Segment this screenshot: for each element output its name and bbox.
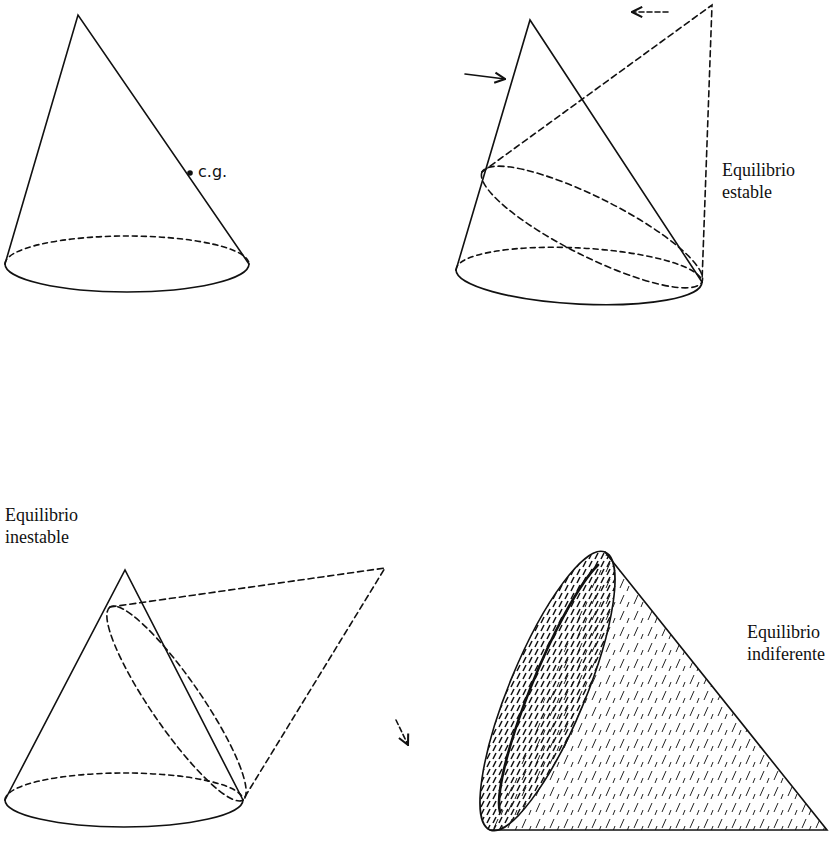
center-of-gravity-label: c.g. bbox=[198, 162, 227, 181]
cone-unstable bbox=[5, 568, 408, 827]
cone-stable bbox=[456, 5, 712, 305]
cone bbox=[5, 15, 249, 292]
cone-neutral bbox=[480, 551, 827, 830]
caption-label: Equilibrio indiferente bbox=[747, 622, 825, 665]
caption-label: Equilibrio estable bbox=[722, 160, 795, 203]
caption-label: Equilibrio inestable bbox=[5, 505, 78, 548]
